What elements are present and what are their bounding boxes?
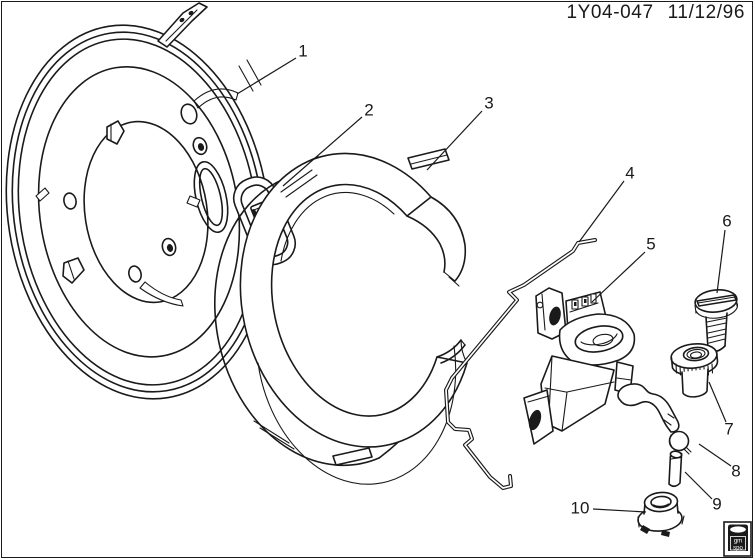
callout-label-5: 5 bbox=[646, 235, 655, 254]
callout-line-7 bbox=[708, 381, 727, 423]
callout-label-3: 3 bbox=[484, 94, 493, 113]
callout-label-9: 9 bbox=[712, 495, 721, 514]
callouts: 1 2 3 4 5 6 7 89 10 bbox=[236, 42, 741, 518]
slot-latch bbox=[186, 195, 201, 208]
callout-label-1: 1 bbox=[298, 42, 307, 61]
part-actuator-bracket bbox=[523, 287, 636, 445]
part-lever bbox=[617, 383, 692, 455]
callout-line-2 bbox=[282, 116, 363, 187]
drawing-date: 11/12/96 bbox=[667, 2, 745, 23]
part-spring-wire bbox=[444, 238, 597, 490]
callout-line-9 bbox=[684, 471, 713, 500]
callout-label-4: 4 bbox=[625, 164, 634, 183]
drawing-number: 1Y04-047 bbox=[566, 2, 654, 23]
logo-text-gm: gm bbox=[734, 539, 742, 545]
gm-spo-logo: gm spo bbox=[723, 521, 752, 557]
part-flanged-nut bbox=[637, 491, 685, 537]
callout-label-6: 6 bbox=[722, 212, 731, 231]
callout-line-4 bbox=[578, 180, 625, 243]
callout-line-6 bbox=[716, 229, 726, 294]
part-pin bbox=[668, 450, 683, 488]
callout-label-10: 10 bbox=[571, 499, 590, 518]
plate-clip-bottom bbox=[62, 257, 85, 284]
logo-text-spo: spo bbox=[733, 546, 743, 552]
callout-line-5 bbox=[591, 251, 646, 303]
part-knurled-nut bbox=[670, 343, 719, 398]
part-screw bbox=[694, 289, 739, 353]
callout-label-7: 7 bbox=[724, 420, 733, 439]
callout-line-1 bbox=[236, 57, 297, 95]
callout-label-8: 8 bbox=[731, 462, 740, 481]
drawing-title: 1Y04-047 11/12/96 bbox=[566, 2, 745, 24]
callout-line-3 bbox=[426, 110, 483, 171]
callout-line-8 bbox=[698, 443, 732, 467]
part-backing-plate bbox=[5, 2, 271, 400]
callout-label-2: 2 bbox=[364, 101, 373, 120]
part-brake-shoe bbox=[214, 148, 468, 485]
callout-line-10 bbox=[592, 508, 647, 513]
